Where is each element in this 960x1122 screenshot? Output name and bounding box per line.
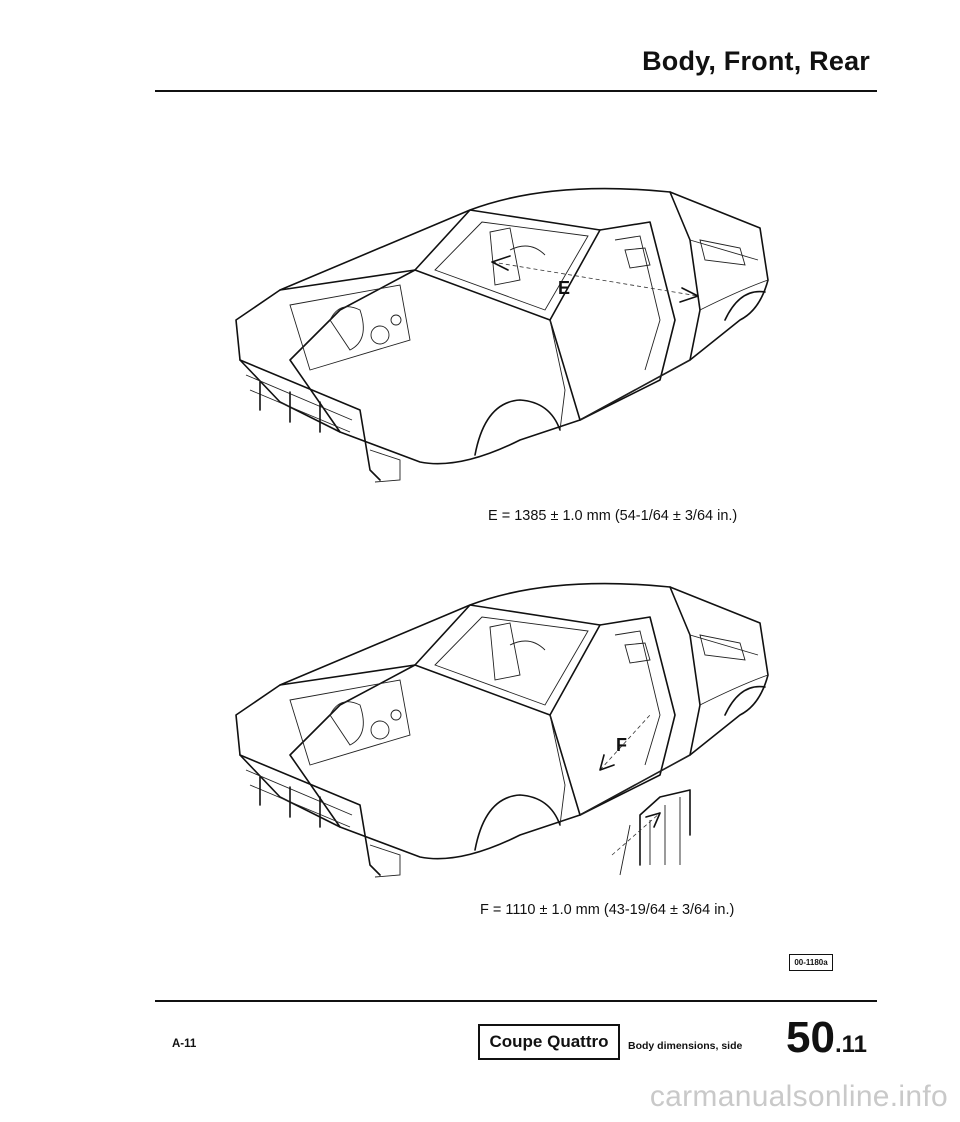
- dimension-caption-f: F = 1110 ± 1.0 mm (43-19/64 ± 3/64 in.): [480, 902, 735, 918]
- dimension-marker-f: F: [616, 735, 627, 755]
- page-number: 50.11: [786, 1016, 867, 1060]
- body-shell-illustration-f: F: [220, 565, 780, 895]
- figure-reference: 00-1180a: [789, 954, 833, 971]
- body-shell-illustration-e: E: [220, 170, 780, 500]
- header-rule: [155, 90, 877, 92]
- watermark: carmanualsonline.info: [649, 1080, 948, 1113]
- page-number-minor: .11: [834, 1031, 867, 1058]
- page-reference: A-11: [172, 1038, 197, 1050]
- footer-rule: [155, 1000, 877, 1002]
- page-title: Body, Front, Rear: [642, 46, 870, 76]
- dimension-marker-e: E: [558, 278, 570, 298]
- model-label: Coupe Quattro: [478, 1024, 620, 1060]
- section-label: Body dimensions, side: [628, 1040, 743, 1052]
- dimension-caption-e: E = 1385 ± 1.0 mm (54-1/64 ± 3/64 in.): [488, 508, 738, 524]
- page-number-major: 50: [786, 1013, 835, 1062]
